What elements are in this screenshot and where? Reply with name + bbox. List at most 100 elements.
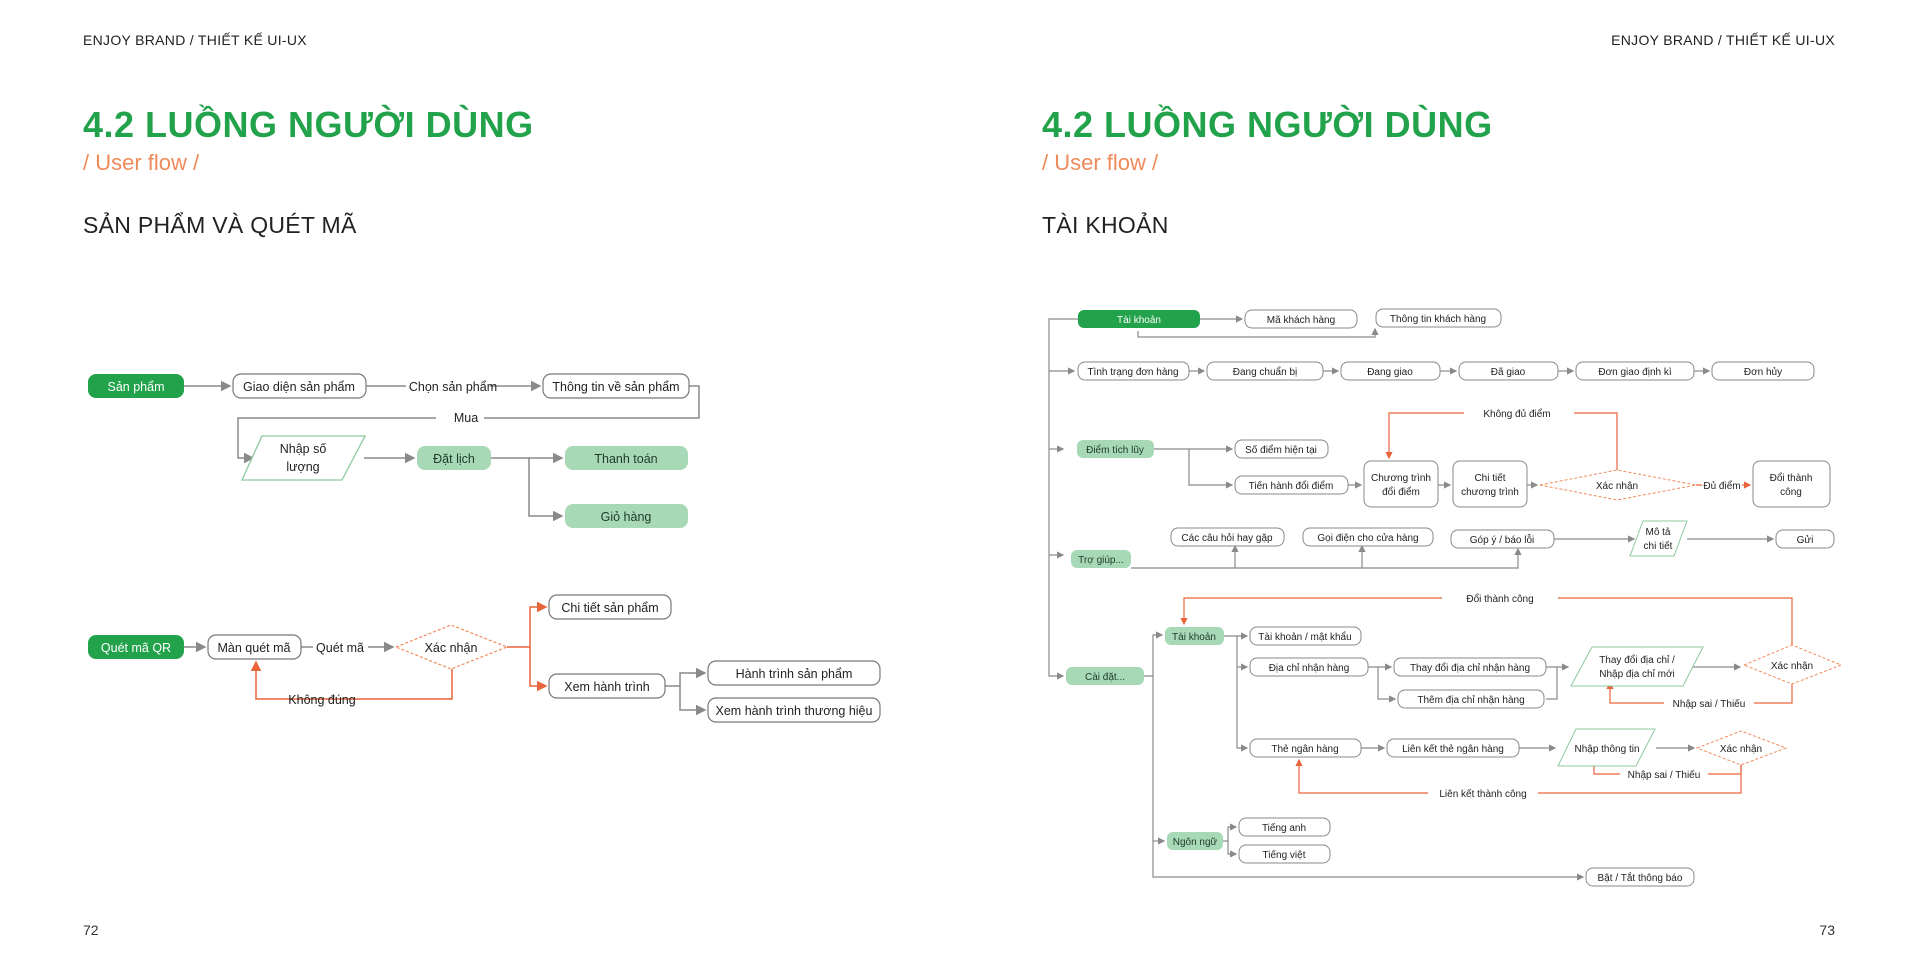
label-bg [1442, 590, 1558, 606]
node-cau-hoi-hay-gap[interactable]: Các câu hỏi hay gặp [1170, 527, 1285, 547]
section-heading: TÀI KHOẢN [1042, 212, 1169, 238]
page-subtitle: / User flow / [1042, 150, 1159, 175]
node-lien-ket-the[interactable]: Liên kết thẻ ngân hàng [1386, 738, 1520, 758]
label-bg [1664, 696, 1754, 710]
node-points-xac-nhan[interactable]: Xác nhận [1539, 469, 1697, 501]
svg-text:Đang giao: Đang giao [1367, 367, 1413, 378]
svg-text:Liên kết thẻ ngân hàng: Liên kết thẻ ngân hàng [1402, 743, 1504, 755]
node-tai-khoan-mat-khau[interactable]: Tài khoản / mật khẩu [1249, 626, 1362, 646]
label-mua: Mua [454, 411, 478, 425]
svg-text:chi tiết: chi tiết [1644, 540, 1673, 552]
svg-text:Xác nhận: Xác nhận [1771, 661, 1813, 672]
node-gui[interactable]: Gửi [1775, 529, 1835, 549]
svg-text:Chương trình: Chương trình [1371, 473, 1431, 484]
node-chi-tiet-chuong-trinh[interactable]: Chi tiết chương trình [1452, 460, 1528, 508]
svg-text:đổi điểm: đổi điểm [1382, 486, 1420, 498]
svg-text:Tiếng anh: Tiếng anh [1262, 822, 1306, 834]
svg-text:Giỏ hàng: Giỏ hàng [601, 510, 652, 524]
svg-text:Thanh toán: Thanh toán [594, 452, 657, 466]
svg-text:Thay đổi địa chỉ nhận hàng: Thay đổi địa chỉ nhận hàng [1410, 662, 1530, 674]
svg-text:Xác nhận: Xác nhận [425, 641, 478, 655]
node-dang-chuan-bi[interactable]: Đang chuẩn bị [1206, 361, 1324, 381]
node-gio-hang[interactable]: Giỏ hàng [565, 504, 688, 528]
page-number: 73 [1819, 922, 1835, 938]
node-doi-thanh-cong[interactable]: Đổi thành công [1752, 460, 1831, 508]
node-nhap-so-luong[interactable]: Nhập số lượng [240, 435, 367, 481]
node-bat-tat-thong-bao[interactable]: Bật / Tắt thông báo [1585, 867, 1695, 887]
svg-text:Trợ giúp...: Trợ giúp... [1078, 555, 1124, 566]
label-nhap-sai-thieu-2: Nhập sai / Thiếu [1628, 769, 1701, 781]
node-hanh-trinh-san-pham[interactable]: Hành trình sản phẩm [707, 660, 881, 686]
node-thong-tin-san-pham[interactable]: Thông tin về sản phẩm [542, 373, 690, 399]
node-thay-doi-dia-chi[interactable]: Thay đổi địa chỉ nhận hàng [1393, 657, 1547, 677]
node-goi-dien-cua-hang[interactable]: Gọi điện cho cửa hàng [1302, 527, 1434, 547]
label-bg [1620, 767, 1708, 781]
node-giao-dien-san-pham[interactable]: Giao diện sản phẩm [232, 373, 367, 399]
node-nhap-dia-chi-moi[interactable]: Thay đổi địa chỉ / Nhập địa chỉ mới [1570, 646, 1704, 687]
svg-text:Mã khách hàng: Mã khách hàng [1267, 315, 1335, 326]
svg-text:Đã giao: Đã giao [1491, 367, 1526, 378]
section-heading: SẢN PHẨM VÀ QUÉT MÃ [83, 212, 357, 238]
node-bank-xac-nhan[interactable]: Xác nhận [1695, 730, 1788, 766]
svg-text:Chi tiết: Chi tiết [1474, 472, 1505, 484]
node-diem-tich-luy[interactable]: Điểm tích lũy [1077, 440, 1154, 458]
svg-text:Giao diện sản phẩm: Giao diện sản phẩm [243, 380, 355, 394]
node-xem-hanh-trinh[interactable]: Xem hành trình [548, 673, 666, 699]
node-xac-nhan[interactable]: Xác nhận [394, 624, 509, 670]
node-man-quet-ma[interactable]: Màn quét mã [207, 634, 302, 660]
node-gop-y-bao-loi[interactable]: Góp ý / báo lỗi [1450, 529, 1555, 549]
node-san-pham[interactable]: Sản phẩm [88, 374, 184, 398]
node-the-ngan-hang[interactable]: Thẻ ngân hàng [1249, 738, 1362, 758]
node-mo-ta-chi-tiet[interactable]: Mô tả chi tiết [1629, 520, 1688, 557]
svg-text:Tài khoản: Tài khoản [1172, 632, 1216, 643]
page-title: 4.2 LUỒNG NGƯỜI DÙNG [1042, 104, 1493, 145]
label-bg [1702, 477, 1742, 493]
svg-text:Thông tin khách hàng: Thông tin khách hàng [1390, 314, 1486, 325]
node-dat-lich[interactable]: Đặt lịch [417, 446, 491, 470]
node-don-huy[interactable]: Đơn hủy [1711, 361, 1815, 381]
svg-text:Xác nhận: Xác nhận [1720, 744, 1762, 755]
svg-text:Địa chỉ nhận hàng: Địa chỉ nhận hàng [1269, 662, 1350, 674]
svg-text:Mô tả: Mô tả [1645, 527, 1670, 538]
svg-text:Xem hành trình thương hiệu: Xem hành trình thương hiệu [716, 704, 873, 718]
node-dia-chi-nhan-hang[interactable]: Địa chỉ nhận hàng [1249, 657, 1369, 677]
node-tieng-anh[interactable]: Tiếng anh [1238, 817, 1331, 837]
node-tieng-viet[interactable]: Tiếng việt [1238, 844, 1331, 864]
node-tien-hanh-doi-diem[interactable]: Tiến hành đổi điểm [1234, 475, 1349, 495]
node-hanh-trinh-thuong-hieu[interactable]: Xem hành trình thương hiệu [707, 697, 881, 723]
node-them-dia-chi[interactable]: Thêm địa chỉ nhận hàng [1397, 689, 1545, 709]
node-chuong-trinh-doi-diem[interactable]: Chương trình đổi điểm [1363, 460, 1439, 508]
svg-text:Đang chuẩn bị: Đang chuẩn bị [1233, 366, 1298, 378]
node-tinh-trang-don-hang[interactable]: Tình trạng đơn hàng [1077, 361, 1190, 381]
brand-header: ENJOY BRAND / THIẾT KẾ UI-UX [83, 32, 307, 48]
node-dang-giao[interactable]: Đang giao [1340, 361, 1441, 381]
svg-text:Gọi điện cho cửa hàng: Gọi điện cho cửa hàng [1317, 532, 1418, 544]
node-ma-khach-hang[interactable]: Mã khách hàng [1244, 309, 1358, 329]
node-don-giao-dinh-ki[interactable]: Đơn giao định kì [1575, 361, 1695, 381]
node-nhap-thong-tin[interactable]: Nhập thông tin [1557, 728, 1656, 767]
node-tai-khoan-root[interactable]: Tài khoản [1078, 310, 1200, 328]
svg-text:Thẻ ngân hàng: Thẻ ngân hàng [1271, 744, 1338, 755]
svg-text:Tài khoản / mật khẩu: Tài khoản / mật khẩu [1258, 631, 1351, 643]
node-so-diem-hien-tai[interactable]: Số điểm hiện tại [1234, 439, 1329, 459]
svg-text:Ngôn ngữ: Ngôn ngữ [1173, 837, 1218, 848]
label-lien-ket-thanh-cong: Liên kết thành công [1439, 788, 1526, 800]
node-cai-dat[interactable]: Cài đặt... [1066, 667, 1144, 685]
node-chi-tiet-san-pham[interactable]: Chi tiết sản phẩm [548, 594, 672, 620]
node-thong-tin-khach-hang[interactable]: Thông tin khách hàng [1375, 308, 1502, 328]
node-thanh-toan[interactable]: Thanh toán [565, 446, 688, 470]
node-tro-giup[interactable]: Trợ giúp... [1071, 550, 1131, 568]
node-settings-xac-nhan[interactable]: Xác nhận [1742, 644, 1843, 685]
flow1-connectors [184, 380, 700, 522]
svg-text:Điểm tích lũy: Điểm tích lũy [1086, 444, 1144, 456]
node-settings-tai-khoan[interactable]: Tài khoản [1165, 627, 1224, 645]
svg-text:Hành trình sản phẩm: Hành trình sản phẩm [736, 667, 853, 681]
svg-text:Quét mã QR: Quét mã QR [101, 641, 171, 655]
label-khong-du-diem: Không đủ điểm [1483, 408, 1550, 420]
node-quet-ma-qr[interactable]: Quét mã QR [88, 635, 184, 659]
page-title: 4.2 LUỒNG NGƯỜI DÙNG [83, 104, 534, 145]
node-ngon-ngu[interactable]: Ngôn ngữ [1167, 832, 1223, 850]
node-da-giao[interactable]: Đã giao [1458, 361, 1559, 381]
page-72: ENJOY BRAND / THIẾT KẾ UI-UX 4.2 LUỒNG N… [83, 32, 881, 938]
svg-text:lượng: lượng [286, 460, 319, 474]
